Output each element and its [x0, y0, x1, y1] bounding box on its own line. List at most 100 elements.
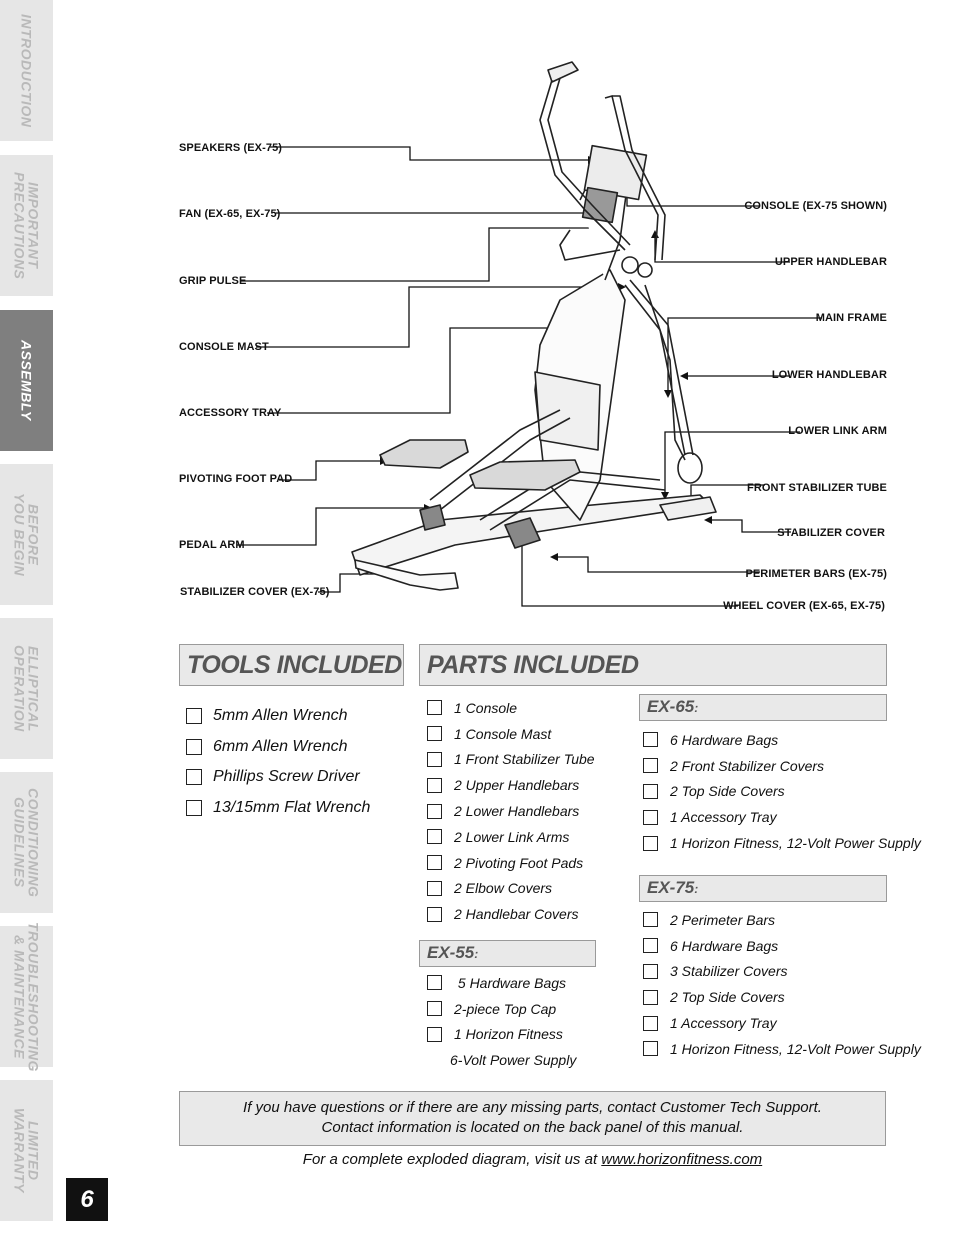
- list-item[interactable]: 1 Console: [427, 695, 595, 721]
- list-item-continuation: 6-Volt Power Supply: [450, 1052, 577, 1069]
- label-wheel-cover: WHEEL COVER (EX-65, EX-75): [723, 600, 885, 612]
- list-item[interactable]: 1 Horizon Fitness, 12-Volt Power Supply: [643, 1036, 921, 1062]
- checkbox[interactable]: [643, 732, 658, 748]
- checkbox[interactable]: [427, 726, 442, 742]
- checkbox[interactable]: [427, 975, 442, 991]
- list-item[interactable]: 2-piece Top Cap: [427, 996, 576, 1022]
- list-item[interactable]: 6mm Allen Wrench: [186, 732, 370, 763]
- list-item[interactable]: 2 Lower Handlebars: [427, 798, 595, 824]
- tab-assembly[interactable]: ASSEMBLY: [0, 310, 53, 451]
- label-main-frame: MAIN FRAME: [815, 312, 887, 324]
- tab-label: ELLIPTICAL OPERATION: [11, 645, 42, 732]
- checkbox[interactable]: [427, 751, 442, 767]
- checkbox[interactable]: [427, 880, 442, 896]
- checkbox[interactable]: [427, 1026, 442, 1042]
- elliptical-diagram: [237, 61, 822, 607]
- list-item[interactable]: 2 Top Side Covers: [643, 984, 921, 1010]
- list-item[interactable]: 1 Horizon Fitness: [427, 1022, 576, 1048]
- tab-conditioning-guidelines[interactable]: CONDITIONING GUIDELINES: [0, 772, 53, 913]
- tab-label: ASSEMBLY: [18, 340, 35, 421]
- tab-label: TROUBLESHOOTING & MAINTENANCE: [11, 921, 42, 1072]
- support-info-line-1: If you have questions or if there are an…: [243, 1099, 822, 1116]
- list-item[interactable]: 2 Elbow Covers: [427, 876, 595, 902]
- tab-label: IMPORTANT PRECAUTIONS: [11, 171, 42, 280]
- list-item[interactable]: 13/15mm Flat Wrench: [186, 793, 370, 824]
- checkbox[interactable]: [643, 1015, 658, 1031]
- label-grip-pulse: GRIP PULSE: [179, 275, 247, 287]
- list-item[interactable]: 2 Pivoting Foot Pads: [427, 850, 595, 876]
- support-info-box: If you have questions or if there are an…: [179, 1091, 886, 1146]
- parts-included-header: PARTS INCLUDED: [419, 644, 887, 686]
- ex65-header: EX-65:: [639, 694, 887, 721]
- list-item[interactable]: 1 Horizon Fitness, 12-Volt Power Supply: [643, 830, 921, 856]
- list-item[interactable]: 2 Perimeter Bars: [643, 907, 921, 933]
- list-item[interactable]: 2 Upper Handlebars: [427, 772, 595, 798]
- checkbox[interactable]: [643, 989, 658, 1005]
- label-stabilizer-cover-ex75: STABILIZER COVER (EX-75): [180, 586, 330, 598]
- checkbox[interactable]: [643, 1041, 658, 1057]
- label-lower-link-arm: LOWER LINK ARM: [788, 425, 887, 437]
- ex55-header: EX-55:: [419, 940, 596, 967]
- label-console-mast: CONSOLE MAST: [179, 341, 269, 353]
- list-item[interactable]: 2 Front Stabilizer Covers: [643, 753, 921, 779]
- label-perimeter-bars: PERIMETER BARS (EX-75): [745, 568, 887, 580]
- tools-included-header: TOOLS INCLUDED: [179, 644, 404, 686]
- list-item[interactable]: 1 Console Mast: [427, 721, 595, 747]
- checkbox[interactable]: [427, 1001, 442, 1017]
- checkbox[interactable]: [186, 738, 202, 755]
- label-accessory-tray: ACCESSORY TRAY: [179, 407, 282, 419]
- list-item[interactable]: 1 Accessory Tray: [643, 1010, 921, 1036]
- tools-list: 5mm Allen Wrench 6mm Allen Wrench Philli…: [186, 701, 370, 823]
- list-item[interactable]: 2 Lower Link Arms: [427, 824, 595, 850]
- label-speakers: SPEAKERS (EX-75): [179, 142, 283, 154]
- label-front-stabilizer-tube: FRONT STABILIZER TUBE: [747, 482, 887, 494]
- label-stabilizer-cover: STABILIZER COVER: [777, 527, 885, 539]
- checkbox[interactable]: [186, 769, 202, 786]
- checkbox[interactable]: [427, 777, 442, 793]
- label-fan: FAN (EX-65, EX-75): [179, 208, 281, 220]
- checkbox[interactable]: [427, 855, 442, 871]
- list-item[interactable]: 2 Handlebar Covers: [427, 901, 595, 927]
- checkbox[interactable]: [643, 963, 658, 979]
- list-item[interactable]: 3 Stabilizer Covers: [643, 959, 921, 985]
- ex75-header: EX-75:: [639, 875, 887, 902]
- checkbox[interactable]: [186, 708, 202, 725]
- label-pedal-arm: PEDAL ARM: [179, 539, 245, 551]
- list-item[interactable]: 2 Top Side Covers: [643, 779, 921, 805]
- ex75-list: 2 Perimeter Bars 6 Hardware Bags 3 Stabi…: [643, 907, 921, 1062]
- tab-troubleshooting-maintenance[interactable]: TROUBLESHOOTING & MAINTENANCE: [0, 922, 53, 1071]
- label-lower-handlebar: LOWER HANDLEBAR: [771, 369, 887, 381]
- tab-label: LIMITED WARRANTY: [11, 1108, 42, 1193]
- tab-introduction[interactable]: INTRODUCTION: [0, 0, 53, 141]
- list-item[interactable]: 6 Hardware Bags: [643, 933, 921, 959]
- checkbox[interactable]: [643, 912, 658, 928]
- list-item[interactable]: 1 Front Stabilizer Tube: [427, 747, 595, 773]
- tab-elliptical-operation[interactable]: ELLIPTICAL OPERATION: [0, 618, 53, 759]
- checkbox[interactable]: [427, 906, 442, 922]
- list-item[interactable]: 6 Hardware Bags: [643, 727, 921, 753]
- parts-common-list: 1 Console 1 Console Mast 1 Front Stabili…: [427, 695, 595, 927]
- tab-important-precautions[interactable]: IMPORTANT PRECAUTIONS: [0, 155, 53, 296]
- checkbox[interactable]: [427, 803, 442, 819]
- tab-before-you-begin[interactable]: BEFORE YOU BEGIN: [0, 464, 53, 605]
- checkbox[interactable]: [643, 835, 658, 851]
- website-link[interactable]: www.horizonfitness.com: [601, 1151, 763, 1168]
- footer-note: For a complete exploded diagram, visit u…: [179, 1151, 886, 1168]
- list-item[interactable]: Phillips Screw Driver: [186, 762, 370, 793]
- checkbox[interactable]: [427, 829, 442, 845]
- checkbox[interactable]: [186, 799, 202, 816]
- ex55-list: 5 Hardware Bags 2-piece Top Cap 1 Horizo…: [427, 970, 576, 1073]
- tab-limited-warranty[interactable]: LIMITED WARRANTY: [0, 1080, 53, 1221]
- checkbox[interactable]: [643, 809, 658, 825]
- checkbox[interactable]: [643, 938, 658, 954]
- tab-label: BEFORE YOU BEGIN: [11, 492, 42, 577]
- list-item[interactable]: 5mm Allen Wrench: [186, 701, 370, 732]
- checkbox[interactable]: [427, 700, 442, 716]
- checkbox[interactable]: [643, 783, 658, 799]
- list-item[interactable]: 5 Hardware Bags: [427, 970, 576, 996]
- checkbox[interactable]: [643, 758, 658, 774]
- label-console: CONSOLE (EX-75 SHOWN): [744, 200, 887, 212]
- list-item[interactable]: 1 Accessory Tray: [643, 804, 921, 830]
- tab-label: CONDITIONING GUIDELINES: [11, 787, 42, 898]
- ex65-list: 6 Hardware Bags 2 Front Stabilizer Cover…: [643, 727, 921, 856]
